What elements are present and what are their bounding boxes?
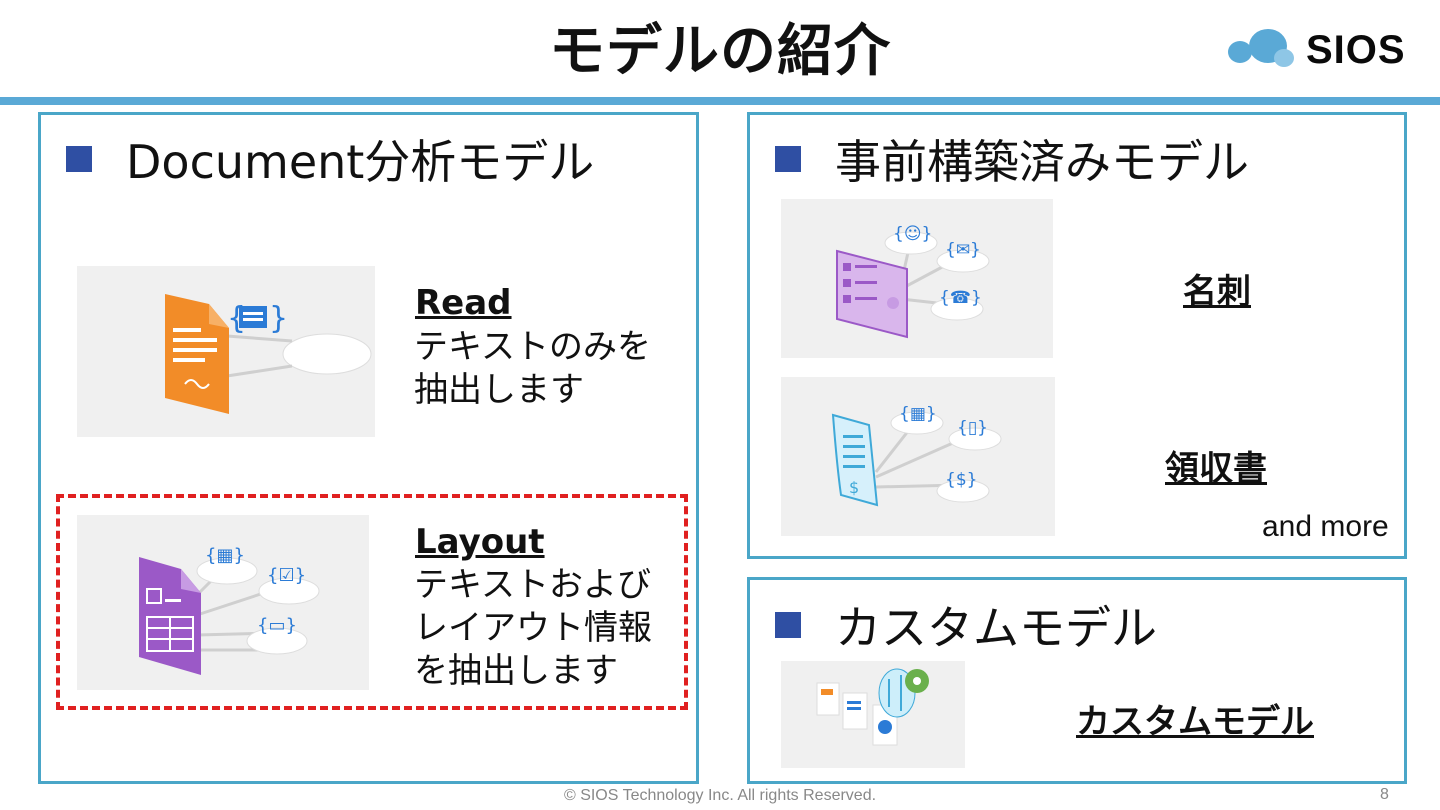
custom-model-heading: カスタムモデル	[775, 592, 1157, 658]
read-model-image: { }	[77, 266, 375, 437]
and-more-text: and more	[1262, 510, 1389, 543]
description-line: レイアウト情報	[414, 608, 652, 648]
copyright-footer: © SIOS Technology Inc. All rights Reserv…	[563, 787, 877, 804]
svg-text:}: }	[269, 301, 288, 336]
svg-text:{☎}: {☎}	[939, 288, 982, 308]
panel-title: Document分析モデル	[126, 135, 595, 189]
logo-text: SIOS	[1306, 28, 1406, 72]
bullet-icon	[775, 146, 801, 172]
purple-form-table-icon: {▦} {☑} {▭}	[139, 545, 320, 675]
svg-text:{✉}: {✉}	[945, 240, 981, 260]
panel-title: カスタムモデル	[835, 601, 1157, 655]
svg-text:$: $	[849, 478, 859, 497]
svg-text:{☑}: {☑}	[267, 565, 306, 586]
svg-text:{$}: {$}	[945, 470, 977, 490]
read-model-description: テキストのみを 抽出します	[414, 326, 651, 412]
receipt-image: {▦} {▯} {$} $	[781, 377, 1055, 536]
custom-model-image	[781, 661, 965, 768]
svg-text:{▦}: {▦}	[205, 545, 245, 566]
layout-highlight-box	[56, 494, 688, 710]
svg-text:{▭}: {▭}	[257, 615, 297, 636]
header-rule	[0, 97, 1440, 105]
business-card-icon: {☺} {✉} {☎}	[836, 224, 990, 339]
sios-logo: SIOS	[1226, 26, 1416, 72]
receipt-icon: {▦} {▯} {$} $	[831, 404, 1002, 507]
custom-model-icon	[816, 668, 929, 746]
svg-text:{☺}: {☺}	[893, 224, 932, 244]
read-model-label: Read	[415, 283, 512, 323]
layout-model-image: {▦} {☑} {▭}	[77, 515, 369, 690]
logo-mark-icon	[1228, 29, 1294, 67]
description-line: テキストのみを	[414, 327, 651, 367]
panel-title: 事前構築済みモデル	[835, 135, 1249, 189]
document-analysis-heading: Document分析モデル	[66, 126, 594, 192]
orange-document-json-icon: { }	[165, 294, 372, 414]
page-title: モデルの紹介	[549, 19, 891, 84]
description-line: を抽出します	[414, 651, 618, 691]
svg-text:{▯}: {▯}	[957, 418, 988, 438]
custom-model-label: カスタムモデル	[1076, 702, 1314, 742]
receipt-label: 領収書	[1165, 449, 1267, 489]
business-card-image: {☺} {✉} {☎}	[781, 199, 1053, 358]
bullet-icon	[775, 612, 801, 638]
description-line: テキストおよび	[414, 565, 651, 605]
layout-model-description: テキストおよび レイアウト情報 を抽出します	[414, 564, 652, 693]
page-number: 8	[1380, 786, 1389, 803]
layout-model-label: Layout	[415, 522, 545, 562]
business-card-label: 名刺	[1183, 272, 1251, 312]
description-line: 抽出します	[414, 370, 584, 410]
prebuilt-models-heading: 事前構築済みモデル	[775, 126, 1249, 192]
bullet-icon	[66, 146, 92, 172]
svg-text:{▦}: {▦}	[899, 404, 937, 424]
